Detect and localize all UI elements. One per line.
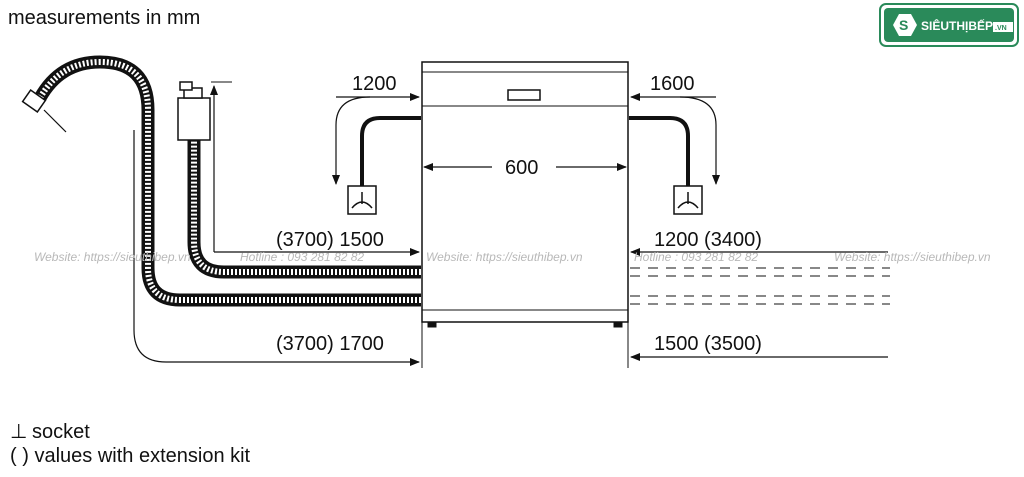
right-foot xyxy=(613,321,623,328)
legend-ext-label: values with extension kit xyxy=(34,445,251,467)
brand-logo: S SIÊUTHỊBẾP .VN xyxy=(879,3,1019,47)
logo-brand: SIÊUTHỊBẾP xyxy=(921,18,993,33)
drain-hose xyxy=(21,55,421,307)
right-inlet-label: 1200 (3400) xyxy=(654,229,762,251)
watermark-2: Hotline : 093 281 82 82 xyxy=(240,250,364,264)
right-top-label: 1600 xyxy=(650,73,695,95)
width-label: 600 xyxy=(505,157,538,179)
left-drain-arrow xyxy=(133,130,420,366)
units-note: measurements in mm xyxy=(8,7,200,29)
left-foot xyxy=(427,321,437,328)
legend-socket-label: socket xyxy=(32,421,90,443)
legend-extension: ( ) values with extension kit xyxy=(10,444,250,468)
watermark-5: Website: https://sieuthibep.vn xyxy=(834,250,991,264)
left-top-drop-arrow xyxy=(332,96,371,185)
left-inlet-label: (3700) 1500 xyxy=(276,229,384,251)
drain-hose-end xyxy=(21,89,47,113)
dishwasher-body xyxy=(421,61,629,328)
svg-text:S: S xyxy=(899,17,908,33)
drain-hose-pointer xyxy=(43,109,67,133)
right-top-drop-arrow xyxy=(679,96,720,185)
left-top-label: 1200 xyxy=(352,73,397,95)
logo-suffix: .VN xyxy=(995,25,1007,32)
legend-socket: ⊥socket xyxy=(10,420,90,444)
watermark-3: Website: https://sieuthibep.vn xyxy=(426,250,583,264)
inlet-valve xyxy=(177,81,211,141)
left-socket-icon xyxy=(347,185,377,215)
right-hose-dashed xyxy=(630,267,890,305)
right-socket-icon xyxy=(673,185,703,215)
left-power-cord xyxy=(360,116,421,186)
door-handle xyxy=(507,89,541,101)
left-drain-label: (3700) 1700 xyxy=(276,333,384,355)
watermark-1: Website: https://sieuthibep.vn xyxy=(34,250,191,264)
watermark-4: Hotline : 093 281 82 82 xyxy=(634,250,758,264)
inlet-hose xyxy=(187,140,421,279)
legend-ext-symbol: ( ) xyxy=(10,445,29,467)
right-drain-label: 1500 (3500) xyxy=(654,333,762,355)
socket-symbol-icon: ⊥ xyxy=(10,421,28,443)
right-power-cord xyxy=(629,116,690,186)
s-hexagon-icon: S xyxy=(893,14,917,36)
